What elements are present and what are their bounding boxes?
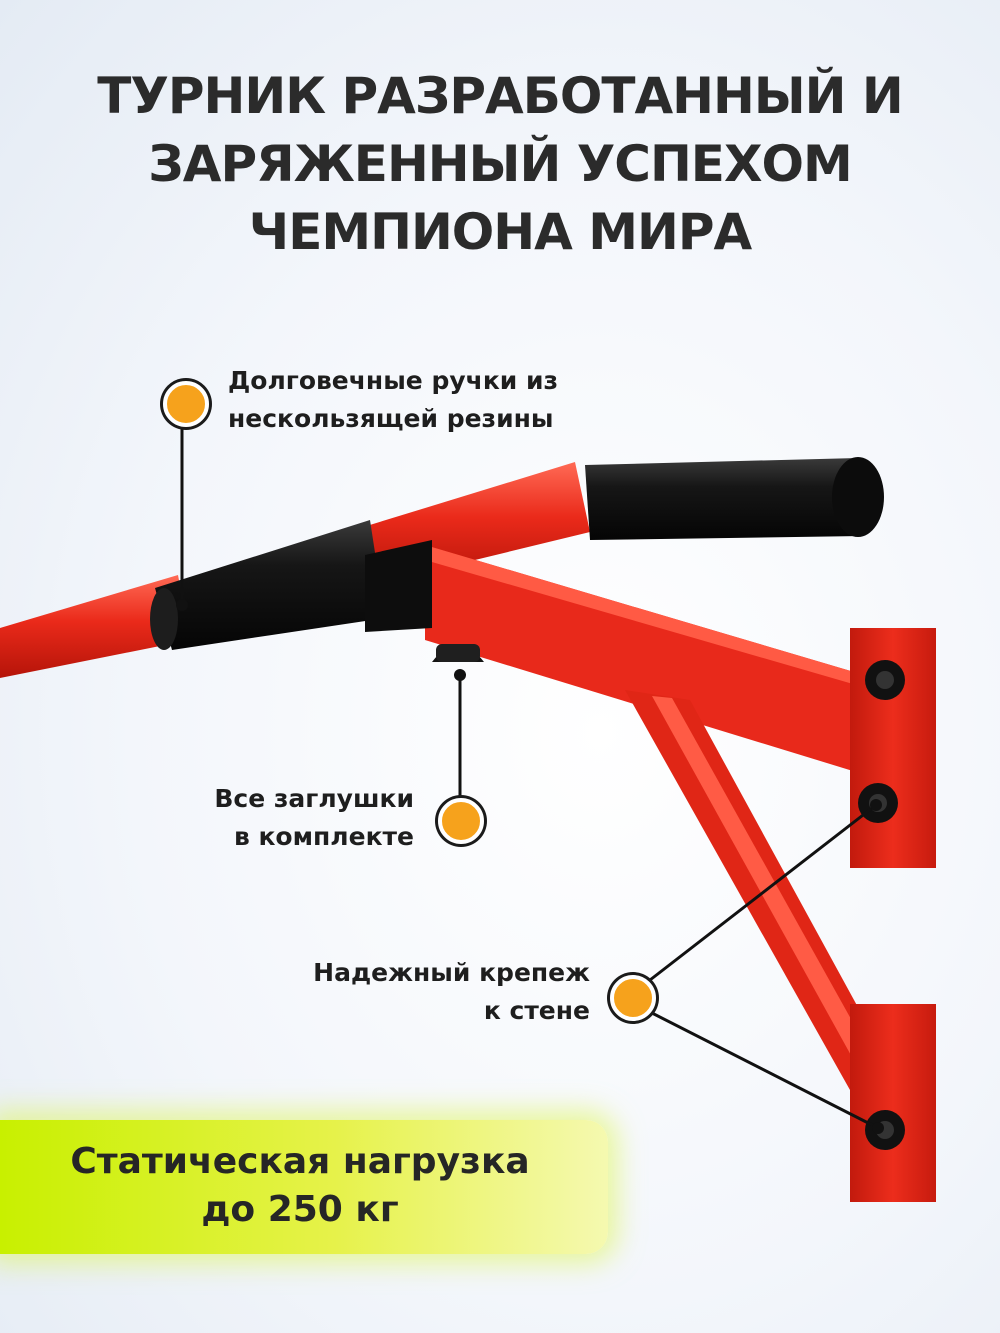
end-cap-block [365,540,432,632]
callout-caps-line-2: в комплекте [233,822,414,851]
callout-caps-line-1: Все заглушки [214,784,414,813]
square-arm [425,545,915,790]
callout-mount: Надежный крепеж к стене [313,954,590,1030]
diagonal-brace-highlight [652,696,885,1086]
callout-handles: Долговечные ручки из нескользящей резины [228,362,558,438]
wall-plate-bottom [850,1004,936,1202]
square-arm-top [425,545,915,702]
load-badge-text: Статическая нагрузка до 250 кг [0,1138,600,1234]
mount-marker-dot [610,975,656,1021]
left-grip [155,520,385,650]
main-bar-tube [0,575,190,678]
headline-line-2: ЗАРЯЖЕННЫЙ УСПЕХОМ [148,135,853,193]
callout-caps: Все заглушки в комплекте [214,780,414,856]
headline: ТУРНИК РАЗРАБОТАННЫЙ И ЗАРЯЖЕННЫЙ УСПЕХО… [0,62,1000,266]
callout-handles-line-1: Долговечные ручки из [228,366,559,395]
load-badge-line-2: до 250 кг [201,1189,399,1230]
headline-line-1: ТУРНИК РАЗРАБОТАННЫЙ И [97,67,904,125]
right-grip [585,458,862,540]
callout-handles-line-2: нескользящей резины [228,404,554,433]
load-badge: Статическая нагрузка до 250 кг [0,1120,608,1254]
load-badge-line-1: Статическая нагрузка [70,1141,530,1182]
handles-marker-dot [163,381,209,427]
headline-line-3: ЧЕМПИОНА МИРА [248,203,752,261]
callout-mount-line-2: к стене [483,996,590,1025]
callout-mount-line-1: Надежный крепеж [313,958,590,987]
right-grip-end-cap [832,457,884,537]
caps-marker-dot [438,798,484,844]
